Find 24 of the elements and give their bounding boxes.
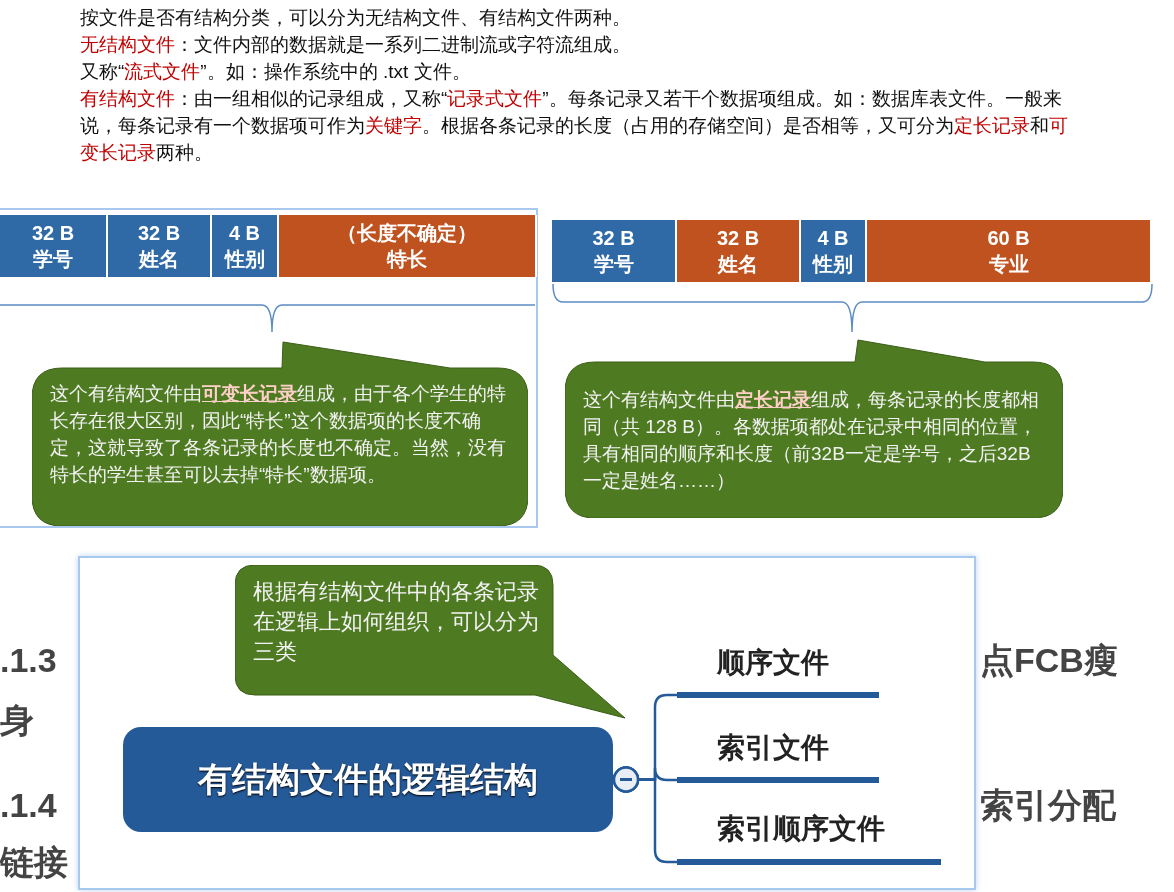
paragraph: 有结构文件：由一组相似的记录组成，又称“记录式文件”。每条记录又若干个数据项组成。如：数据库表文件。一般来说，每条记录有一个数据项可作为关键字。根据各条记录的长度（占用的存储空间）是否相等，又可分为定长记录和可变长记录两种。	[80, 87, 1069, 165]
record-field-cell: （长度不确定） 特长	[279, 215, 537, 277]
subtopic-item: 索引文件	[677, 725, 879, 783]
record-field-cell: 32 B 姓名	[677, 220, 801, 282]
record-field-cell: 4 B 性别	[212, 215, 279, 277]
heading-fragment: 点FCB瘦	[980, 640, 1118, 680]
heading-fragment: .1.4	[0, 785, 57, 825]
topic-box: 有结构文件的逻辑结构	[123, 727, 613, 832]
speech-bubble: 根据有结构文件中的各条记录在逻辑上如何组织，可以分为三类	[235, 565, 627, 720]
record-field-cell: 32 B 学号	[552, 220, 677, 282]
speech-bubble: 这个有结构文件由可变长记录组成，由于各个学生的特长存在很大区别，因此“特长”这个数据项的长度不确定，这就导致了各条记录的长度也不确定。当然，没有特长的学生甚至可以去掉“特长”数据项。	[32, 340, 528, 526]
record-field-cell: 32 B 姓名	[108, 215, 212, 277]
record-field-cell: 4 B 性别	[801, 220, 867, 282]
heading-fragment: .1.3	[0, 640, 57, 680]
record-field-cell: 60 B 专业	[867, 220, 1152, 282]
record-field-cell: 32 B 学号	[0, 215, 108, 277]
speech-bubble: 这个有结构文件由定长记录组成，每条记录的长度都相同（共 128 B）。各数据项都处在记录中相同的位置，具有相同的顺序和长度（前32B一定是学号，之后32B一定是姓名……）	[565, 338, 1063, 518]
paragraph: 按文件是否有结构分类，可以分为无结构文件、有结构文件两种。	[80, 6, 632, 30]
subtopic-item: 索引顺序文件	[677, 806, 941, 865]
connector-line	[612, 766, 677, 864]
subtopic-item: 顺序文件	[677, 640, 879, 698]
heading-fragment: 索引分配	[980, 785, 1116, 825]
heading-fragment: 身	[0, 700, 34, 740]
paragraph: 无结构文件：文件内部的数据就是一系列二进制流或字符流组成。又称“流式文件”。如：操作系统中的 .txt 文件。	[80, 33, 632, 84]
